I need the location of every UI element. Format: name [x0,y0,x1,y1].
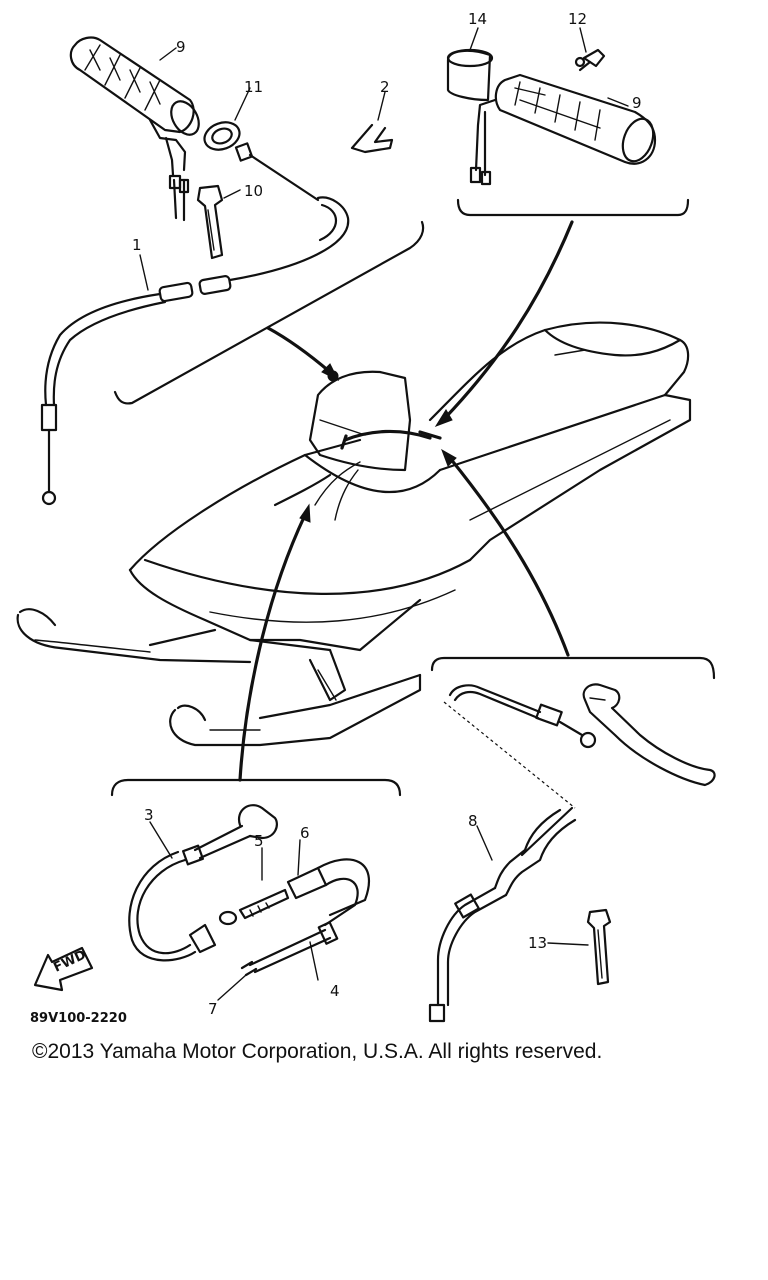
callout-12: 12 [568,10,587,28]
callout-numbers: 9 11 2 10 1 14 12 9 3 5 6 4 7 8 13 [132,10,642,1018]
fwd-arrow: FWD [33,946,94,992]
callout-10: 10 [244,182,263,200]
callout-8: 8 [468,812,478,830]
snowmobile-body [16,321,692,747]
top-left-detail-frame [113,220,425,405]
kill-switch-assembly [128,804,371,977]
throttle-cable [40,142,350,506]
brake-cable-assembly [428,683,716,1023]
tie-strap-right [586,908,612,986]
grip-right [469,73,657,186]
callout-5: 5 [254,832,264,850]
diagram-number: 89V100-2220 [30,1011,127,1026]
copyright-notice: ©2013 Yamaha Motor Corporation, U.S.A. A… [32,1040,603,1063]
wire-clip [350,123,394,154]
callout-2: 2 [380,78,390,96]
callout-1: 1 [132,236,142,254]
bottom-left-detail-frame [110,778,402,797]
grip-left [69,36,200,222]
callout-9-left: 9 [176,38,186,56]
tie-strap-left [196,184,224,260]
callout-11: 11 [244,78,263,96]
bottom-right-detail-frame [430,656,716,680]
callout-leaders [139,27,629,1001]
top-right-detail-frame [456,198,690,217]
callout-9-right: 9 [632,94,642,112]
callout-7: 7 [208,1000,218,1018]
leader-arrows [238,220,574,782]
callout-14: 14 [468,10,487,28]
callout-3: 3 [144,806,154,824]
parts-diagram: FWD 9 11 2 10 1 14 12 9 3 5 6 4 7 8 13 [16,10,716,1026]
screw [574,48,606,72]
callout-6: 6 [300,824,310,842]
callout-4: 4 [330,982,340,1000]
throttle-cap [446,48,494,102]
callout-13: 13 [528,934,547,952]
spacer-ring [203,121,241,151]
